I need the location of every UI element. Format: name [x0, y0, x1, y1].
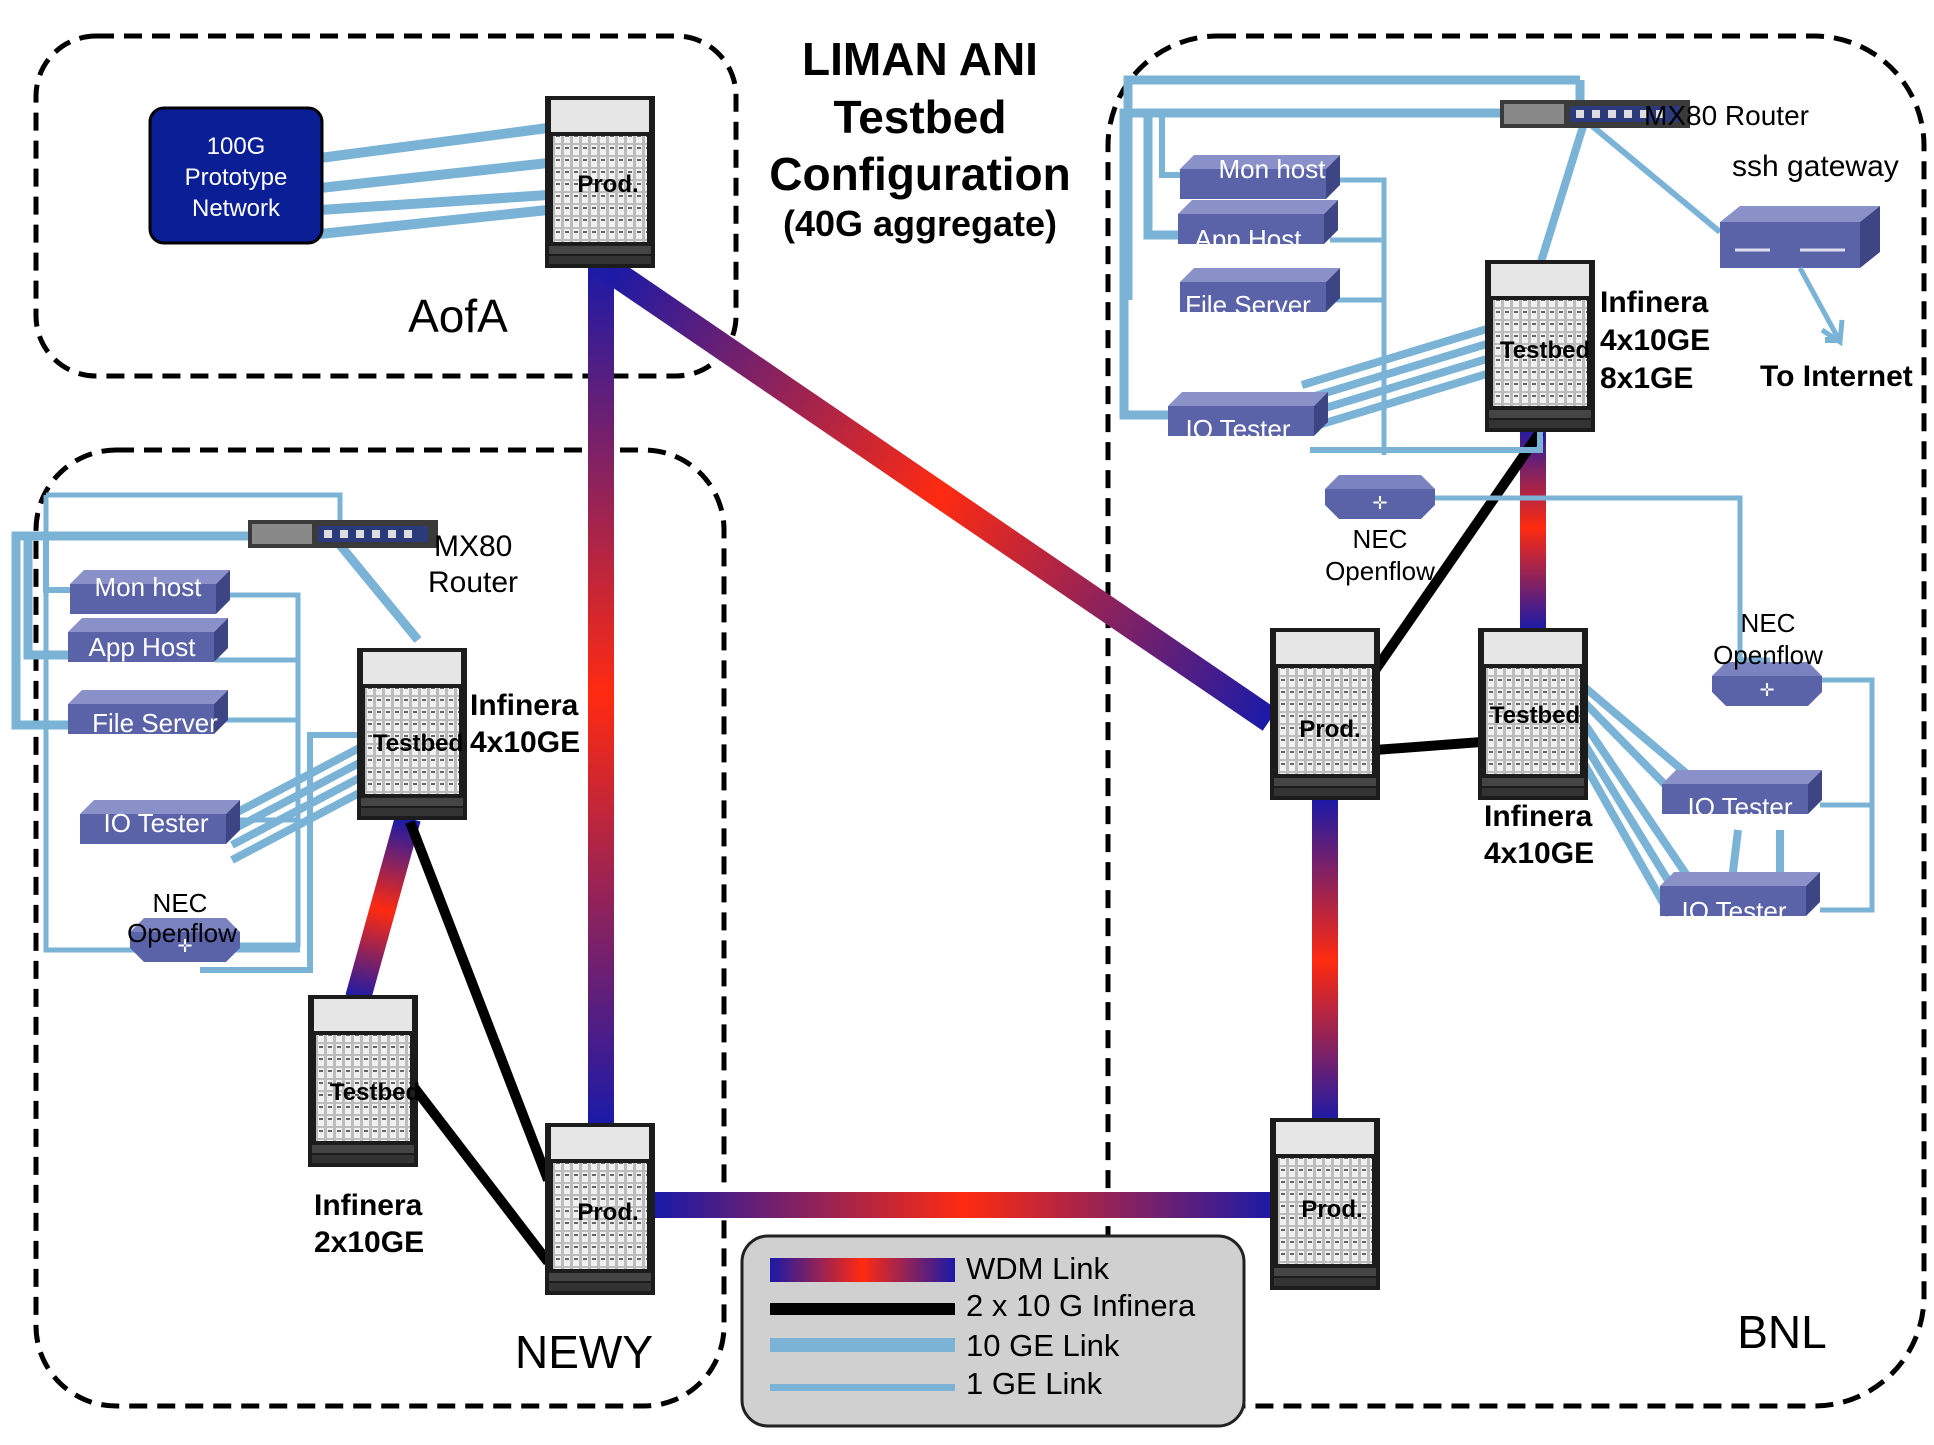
legend-ge10: 10 GE Link [966, 1328, 1120, 1363]
host-label: Mon host [95, 572, 203, 602]
router-bnl-prod-bottom: Prod. [1270, 1118, 1380, 1290]
title-line2: Testbed [834, 91, 1007, 143]
router-label: Testbed [373, 730, 463, 757]
host-label: App Host [1195, 224, 1303, 254]
title-line4: (40G aggregate) [783, 203, 1057, 244]
mx80-label-2: Router [428, 566, 518, 599]
nec-openflow-newy: NEC Openflow [127, 888, 240, 962]
legend: WDM Link 2 x 10 G Infinera 10 GE Link 1 … [740, 1234, 1246, 1428]
router-label: Testbed [1500, 337, 1590, 364]
host-label: File Server [1185, 290, 1311, 320]
openflow-label: Openflow [1325, 556, 1435, 586]
newy-site-boundary [33, 447, 727, 1409]
nec-label: NEC [1353, 524, 1408, 554]
newy-infinera-top-1: Infinera [470, 689, 579, 722]
router-bnl-testbed-mid: Testbed [1478, 628, 1588, 800]
title-line1: LIMAN ANI [802, 33, 1038, 85]
host-label: Mon host [1219, 154, 1327, 184]
nec-openflow-bnl-mid: NEC Openflow [1712, 608, 1823, 706]
to-internet-label: To Internet [1760, 360, 1913, 393]
legend-wdm: WDM Link [966, 1251, 1109, 1286]
legend-ge1: 1 GE Link [966, 1366, 1103, 1401]
router-label: Prod. [577, 171, 638, 198]
nec-label: NEC [153, 888, 208, 918]
site-label-newy: NEWY [515, 1326, 653, 1378]
router-bnl-testbed-top: Testbed [1485, 260, 1595, 432]
host-newy-file: File Server [68, 690, 228, 738]
network-label-line2: Prototype [185, 164, 288, 191]
host-label: IO Tester [1681, 896, 1786, 926]
host-bnl-io-tester-mid: IO Tester [1662, 770, 1822, 822]
bnl-infinera-top-2: 4x10GE [1600, 324, 1710, 357]
router-newy-testbed-top: Testbed [357, 648, 467, 820]
host-label: File Server [92, 708, 218, 738]
router-newy-prod: Prod. [545, 1123, 655, 1295]
mx80-label-1: MX80 [434, 530, 512, 563]
host-newy-app: App Host [68, 618, 228, 662]
host-bnl-mon: Mon host [1180, 154, 1340, 199]
mx80-label: MX80 Router [1644, 100, 1809, 131]
bnl-infinera-mid-2: 4x10GE [1484, 837, 1594, 870]
openflow-label: Openflow [1713, 640, 1823, 670]
infinera-labels: Infinera 4x10GE Infinera 2x10GE Infinera… [314, 286, 1710, 1259]
bnl-infinera-top-3: 8x1GE [1600, 362, 1693, 395]
router-label: Testbed [330, 1079, 420, 1106]
bnl-site-boundary [1105, 33, 1927, 1409]
router-bnl-prod-top: Prod. [1270, 628, 1380, 800]
site-label-bnl: BNL [1737, 1306, 1826, 1358]
host-newy-io-tester: IO Tester [80, 800, 240, 844]
host-label: App Host [89, 632, 197, 662]
prototype-network: 100G Prototype Network [148, 106, 324, 245]
mx80-router-newy: MX80 Router [248, 520, 518, 599]
internet-link: To Internet [1760, 266, 1913, 393]
newy-infinera-bottom-1: Infinera [314, 1189, 423, 1222]
router-label: Prod. [1299, 716, 1360, 743]
host-bnl-io-tester-bottom: IO Tester [1660, 872, 1820, 926]
host-newy-mon: Mon host [70, 570, 230, 614]
network-label-line3: Network [192, 195, 281, 222]
nec-openflow-bnl-top: NEC Openflow [1325, 475, 1435, 586]
router-label: Prod. [1301, 1196, 1362, 1223]
host-bnl-io-tester-top: IO Tester [1168, 392, 1328, 444]
network-label-line1: 100G [207, 133, 266, 160]
aofa-site-boundary [33, 33, 739, 379]
nec-label: NEC [1741, 608, 1796, 638]
host-label: IO Tester [1687, 792, 1792, 822]
bnl-infinera-top-1: Infinera [1600, 286, 1709, 319]
bnl-ge-links [1119, 75, 1875, 917]
bnl-infinera-mid-1: Infinera [1484, 800, 1593, 833]
host-label: IO Tester [103, 808, 208, 838]
host-bnl-app: App Host [1178, 200, 1338, 254]
newy-infinera-bottom-2: 2x10GE [314, 1226, 424, 1259]
ge10-links-aofa [319, 123, 549, 239]
newy-infinera-top-2: 4x10GE [470, 726, 580, 759]
host-bnl-file: File Server [1180, 268, 1340, 320]
router-label: Prod. [577, 1199, 638, 1226]
diagram-title: LIMAN ANI Testbed Configuration (40G agg… [769, 33, 1071, 244]
mx80-router-bnl: MX80 Router [1500, 100, 1809, 131]
title-line3: Configuration [769, 148, 1071, 200]
openflow-label: Openflow [127, 918, 237, 948]
site-label-aofa: AofA [408, 290, 508, 342]
legend-infinera: 2 x 10 G Infinera [966, 1288, 1196, 1323]
router-label: Testbed [1490, 702, 1580, 729]
ssh-gateway: ssh gateway [1720, 150, 1899, 268]
host-label: IO Tester [1185, 414, 1290, 444]
router-aofa-prod: Prod. [545, 96, 655, 268]
ssh-gateway-label: ssh gateway [1732, 150, 1899, 183]
router-newy-testbed-bottom: Testbed [308, 995, 420, 1167]
